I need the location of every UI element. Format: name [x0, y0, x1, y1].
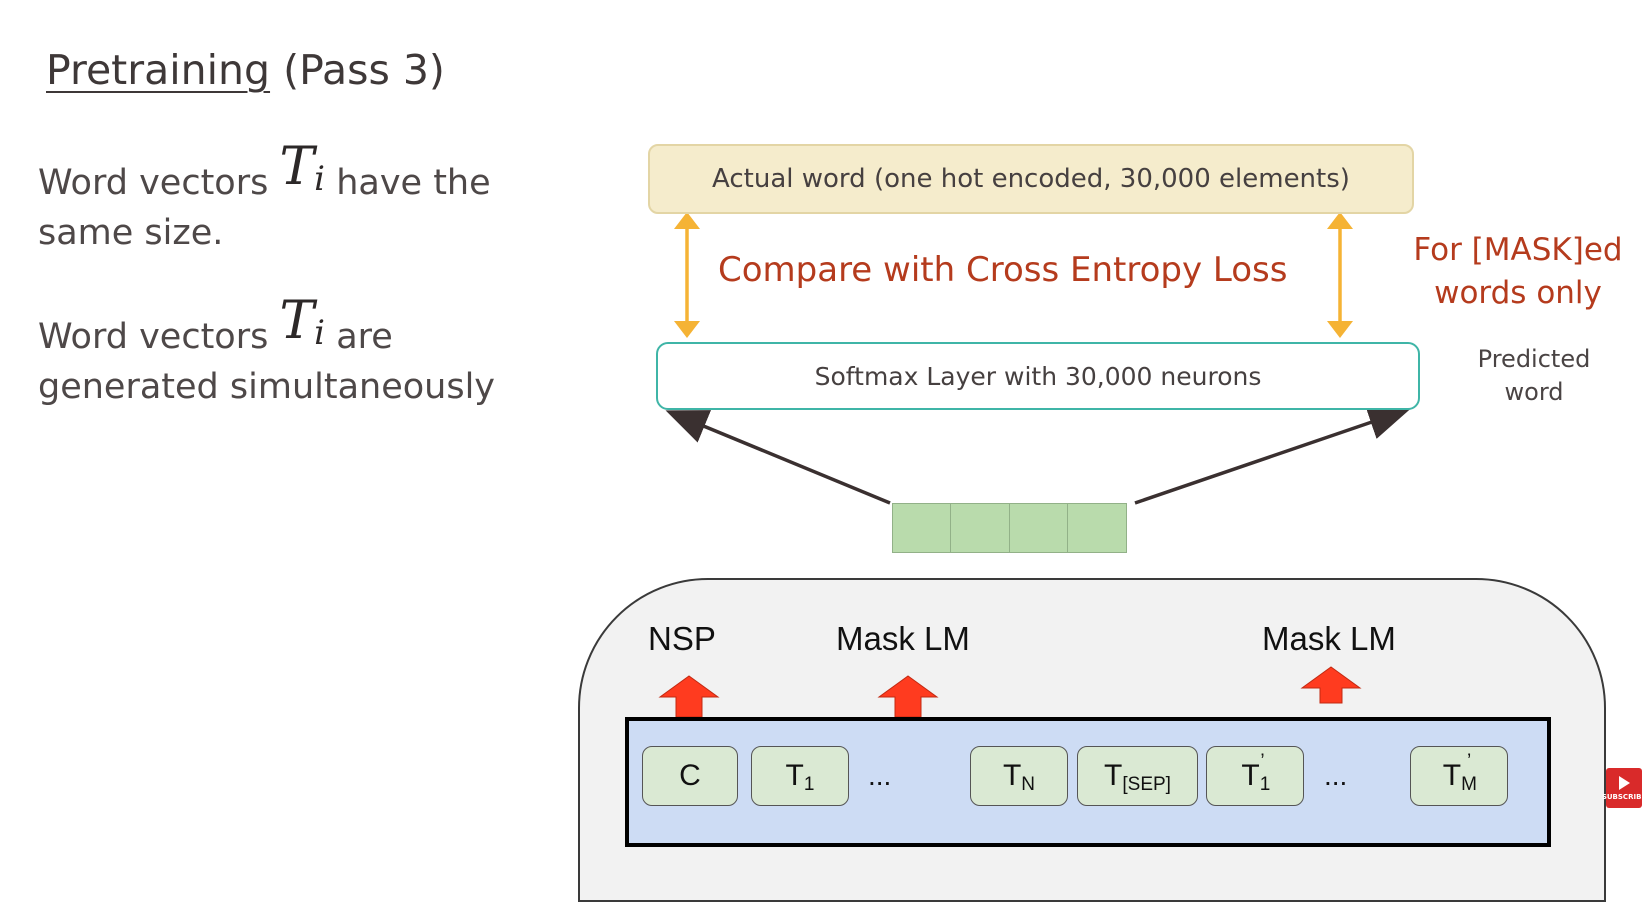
subscribe-icon[interactable]: SUBSCRIBE — [1602, 768, 1642, 808]
actual-word-label: Actual word (one hot encoded, 30,000 ele… — [712, 164, 1350, 194]
mlm1-up-arrow — [877, 675, 939, 718]
vector-cell — [891, 503, 952, 553]
ti-symbol: Ti — [279, 291, 326, 353]
vector-to-softmax-right-arrow — [1134, 405, 1411, 505]
paragraph-simultaneous: Word vectors Ti are generated simultaneo… — [38, 295, 496, 412]
token-ellipsis-2: ... — [1324, 760, 1348, 791]
p2-suffix: are — [336, 317, 393, 357]
masked-words-note: For [MASK]ed words only — [1393, 229, 1642, 315]
output-vector — [891, 503, 1127, 553]
token-tsep: T[SEP] — [1077, 746, 1198, 806]
mask-note-line2: words only — [1434, 275, 1602, 311]
softmax-label: Softmax Layer with 30,000 neurons — [814, 361, 1262, 391]
mask-lm-label-2: Mask LM — [1262, 620, 1396, 657]
compare-loss-label: Compare with Cross Entropy Loss — [718, 250, 1288, 290]
slide-title: Pretraining (Pass 3) — [46, 46, 445, 94]
vector-cell — [950, 503, 1010, 553]
mlm2-up-arrow — [1300, 666, 1362, 704]
token-c: C — [642, 746, 738, 806]
diagram-arrows — [665, 212, 1411, 505]
p1-suffix: have the — [336, 163, 491, 203]
compare-arrow-right — [1327, 212, 1353, 338]
mask-note-line1: For [MASK]ed — [1413, 232, 1623, 268]
ti-symbol: Ti — [279, 137, 326, 199]
vector-cell — [1067, 503, 1127, 553]
p1-line2: same size. — [38, 213, 224, 253]
p2-prefix: Word vectors — [38, 317, 269, 357]
subscribe-label: SUBSCRIBE — [1601, 792, 1642, 801]
actual-word-box: Actual word (one hot encoded, 30,000 ele… — [648, 144, 1414, 214]
output-up-arrows — [658, 666, 1362, 718]
vector-cell — [1008, 503, 1069, 553]
nsp-label: NSP — [648, 620, 716, 657]
play-icon — [1618, 775, 1630, 790]
p2-line2: generated simultaneously — [38, 367, 496, 407]
vector-to-softmax-left-arrow — [665, 410, 891, 505]
nsp-up-arrow — [658, 675, 720, 718]
predicted-line2: word — [1504, 378, 1564, 406]
title-underlined: Pretraining — [46, 46, 271, 94]
p1-prefix: Word vectors — [38, 163, 269, 203]
token-ellipsis-1: ... — [868, 760, 892, 791]
paragraph-same-size: Word vectors Ti have the same size. — [38, 141, 491, 258]
softmax-layer-box: Softmax Layer with 30,000 neurons — [656, 342, 1420, 410]
title-suffix: (Pass 3) — [283, 46, 445, 94]
compare-arrow-left — [674, 212, 700, 338]
predicted-line1: Predicted — [1477, 345, 1591, 373]
predicted-word-note: Predicted word — [1444, 343, 1624, 409]
mask-lm-label-1: Mask LM — [836, 620, 970, 657]
